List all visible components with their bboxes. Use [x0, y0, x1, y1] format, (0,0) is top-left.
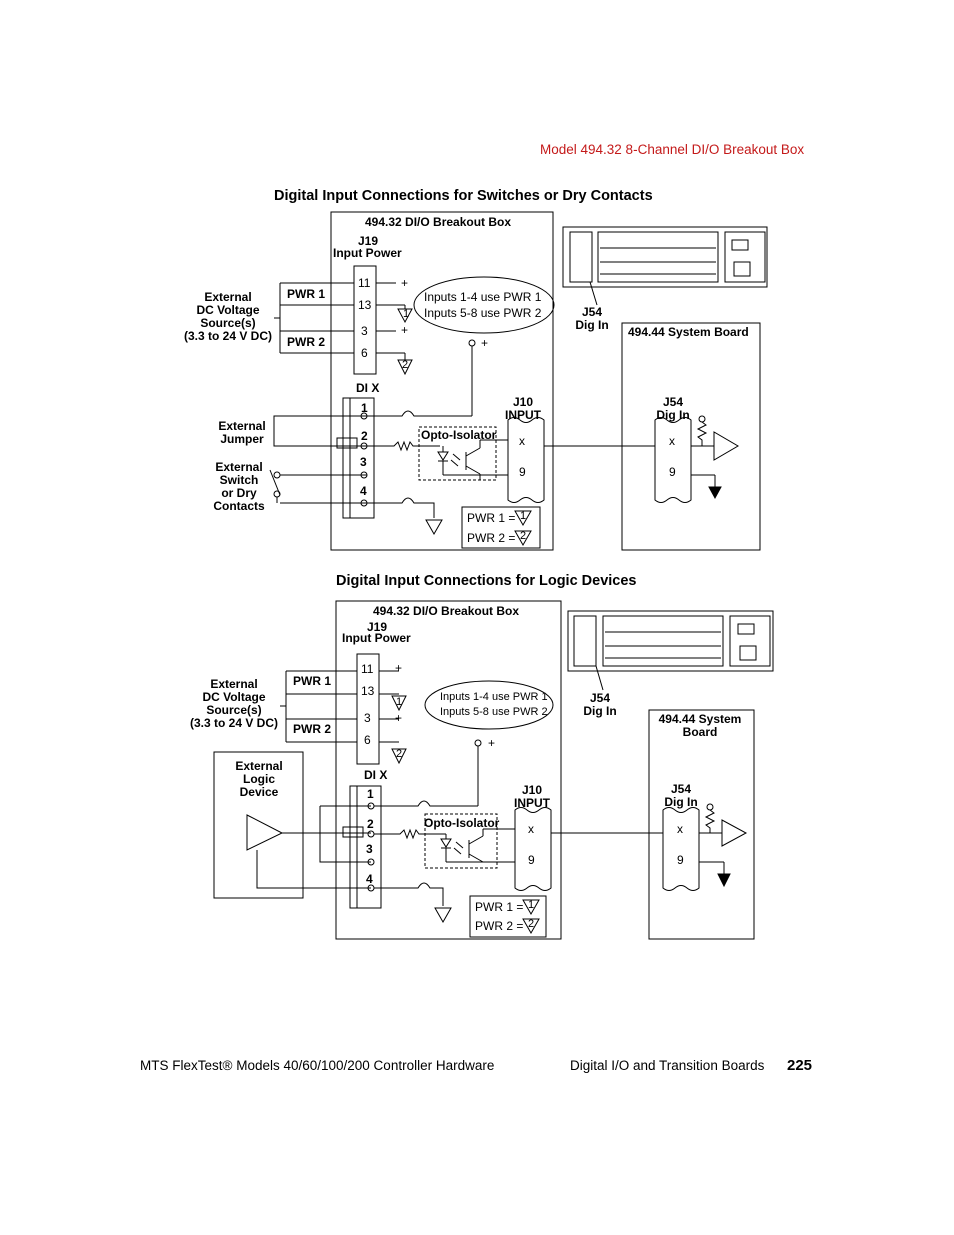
- pin-6: 6: [361, 346, 368, 360]
- chassis-image-2: [567, 610, 774, 672]
- pwr1-label-2: PWR 1: [293, 674, 332, 688]
- note-line1-2: Inputs 1-4 use PWR 1: [440, 691, 548, 703]
- chassis-image: [562, 226, 768, 288]
- j19-sub: Input Power: [333, 246, 402, 260]
- box-title: 494.32 DI/O Breakout Box: [365, 215, 512, 229]
- dix-label: DI X: [356, 381, 380, 395]
- ref-1-2: 1: [396, 696, 403, 708]
- section-header: Model 494.32 8-Channel DI/O Breakout Box: [540, 142, 805, 157]
- pin-3: 3: [361, 324, 368, 338]
- ref-2: 2: [402, 359, 409, 371]
- pin-13-2: 13: [361, 684, 375, 698]
- j10-x-2: x: [528, 822, 534, 836]
- legend-ref-1: 1: [520, 510, 527, 522]
- pwr-legend-box-2: [469, 895, 547, 938]
- legend-ref-1-2: 1: [528, 899, 535, 911]
- footer-section: Digital I/O and Transition Boards: [570, 1058, 765, 1073]
- pwr2-label: PWR 2: [287, 335, 326, 349]
- footer-title: MTS FlexTest® Models 40/60/100/200 Contr…: [140, 1058, 495, 1073]
- opto-label: Opto-Isolator: [421, 428, 497, 442]
- pwr-legend-box: [461, 506, 541, 549]
- note-line2: Inputs 5-8 use PWR 2: [424, 306, 542, 320]
- j10-9-2: 9: [528, 853, 535, 867]
- note-line1: Inputs 1-4 use PWR 1: [424, 290, 542, 304]
- j19-label: J19: [358, 234, 379, 248]
- plus-sign: +: [401, 323, 409, 337]
- ref-1: 1: [403, 308, 410, 320]
- note-ellipse-2: [424, 680, 554, 730]
- diagram1-title: Digital Input Connections for Switches o…: [274, 188, 653, 204]
- legend-ref-2-2: 2: [528, 918, 535, 930]
- opto-isolator-box-2: [424, 813, 498, 869]
- pin-6-2: 6: [364, 733, 371, 747]
- j54-9-2: 9: [677, 853, 684, 867]
- di-pin-3: 3: [360, 455, 367, 469]
- di-pin-4-2: 4: [366, 872, 373, 886]
- j54-x: x: [669, 434, 675, 448]
- opto-label-2: Opto-Isolator: [424, 816, 500, 830]
- j19-label-2: J19: [367, 620, 388, 634]
- diagram2-title: Digital Input Connections for Logic Devi…: [336, 573, 637, 589]
- plus-sign-2: +: [395, 711, 403, 725]
- logic-device-outline: [213, 751, 304, 899]
- system-board-outline: [621, 322, 761, 551]
- breakout-box-outline: [330, 211, 554, 551]
- pin-13: 13: [358, 298, 372, 312]
- pwr1-label: PWR 1: [287, 287, 326, 301]
- plus-sign-2: +: [395, 661, 403, 675]
- legend-pwr2: PWR 2 =: [467, 531, 516, 545]
- legend-pwr1: PWR 1 =: [467, 511, 516, 525]
- breakout-box-outline-2: [335, 600, 562, 940]
- di-pin-3-2: 3: [366, 842, 373, 856]
- box-title-2: 494.32 DI/O Breakout Box: [373, 604, 520, 618]
- legend-ref-2: 2: [520, 530, 527, 542]
- di-pin-1-2: 1: [367, 787, 374, 801]
- j54-9: 9: [669, 465, 676, 479]
- system-board-label: 494.44 System Board: [628, 325, 749, 339]
- plus-sign-2: +: [488, 736, 496, 750]
- j19-connector-2: [356, 653, 380, 765]
- pin-11: 11: [358, 276, 371, 290]
- di-pin-2: 2: [361, 429, 368, 443]
- plus-sign: +: [401, 276, 409, 290]
- di-pin-4: 4: [360, 484, 367, 498]
- j54-x-2: x: [677, 822, 683, 836]
- legend-pwr1-2: PWR 1 =: [475, 900, 524, 914]
- system-board-outline-2: [648, 709, 755, 940]
- j10-x: x: [519, 434, 525, 448]
- note-line2-2: Inputs 5-8 use PWR 2: [440, 706, 548, 718]
- pin-3-2: 3: [364, 711, 371, 725]
- note-ellipse: [413, 276, 555, 334]
- plus-sign: +: [481, 336, 489, 350]
- j10-9: 9: [519, 465, 526, 479]
- j19-sub-2: Input Power: [342, 631, 411, 645]
- legend-pwr2-2: PWR 2 =: [475, 919, 524, 933]
- page-number: 225: [787, 1057, 813, 1074]
- pwr2-label-2: PWR 2: [293, 722, 332, 736]
- j19-connector: [353, 265, 377, 375]
- di-pin-1: 1: [361, 401, 368, 415]
- dix-label-2: DI X: [364, 768, 388, 782]
- pin-11-2: 11: [361, 662, 374, 676]
- di-pin-2-2: 2: [367, 817, 374, 831]
- ref-2-2: 2: [396, 748, 403, 760]
